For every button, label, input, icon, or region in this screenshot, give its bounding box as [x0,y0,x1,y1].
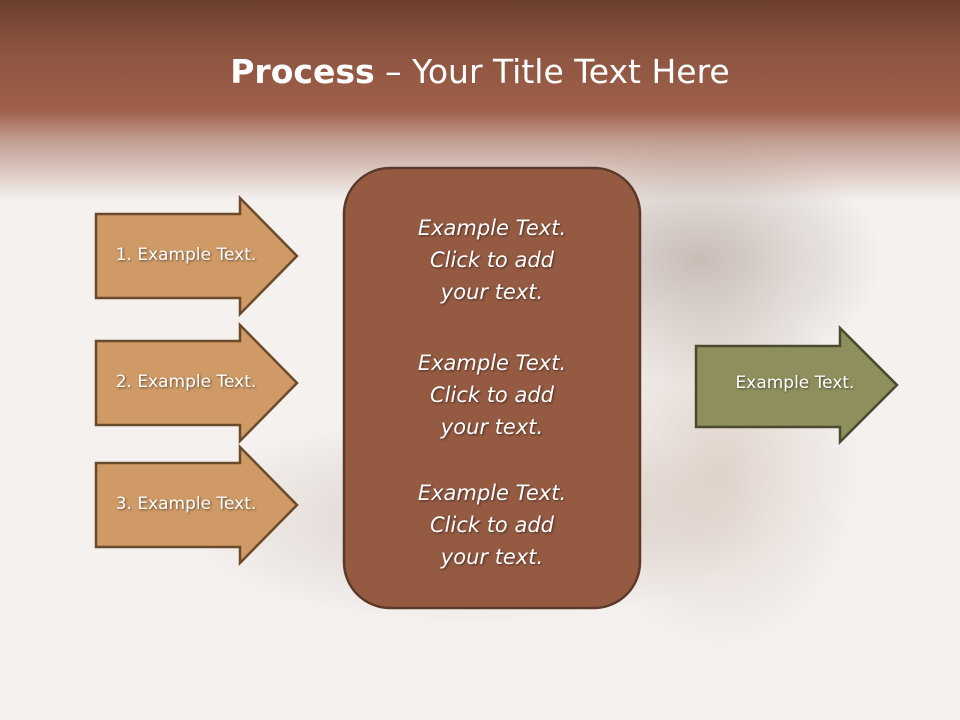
step-arrow-2[interactable] [94,321,299,445]
line: your text. [440,545,544,569]
center-text-block-2: Example Text. Click to add your text. [344,347,640,443]
step-arrow-3[interactable] [94,443,299,567]
line: Click to add [429,248,554,272]
line: Example Text. [417,481,567,505]
title-bold: Process [230,52,375,91]
center-text-block-3: Example Text. Click to add your text. [344,477,640,573]
center-text-block-1: Example Text. Click to add your text. [344,212,640,308]
output-arrow[interactable] [694,324,899,446]
line: your text. [440,280,544,304]
title-band [0,0,960,200]
output-label: Example Text. [735,373,855,393]
title-rest: – Your Title Text Here [374,52,730,91]
line: Click to add [429,513,554,537]
line: Example Text. [417,351,567,375]
slide-title[interactable]: Process – Your Title Text Here [0,52,960,91]
step-arrow-1[interactable] [94,194,299,318]
line: Example Text. [417,216,567,240]
line: your text. [440,415,544,439]
line: Click to add [429,383,554,407]
step-label-2: 2. Example Text. [115,372,257,392]
step-label-1: 1. Example Text. [115,245,257,265]
step-label-3: 3. Example Text. [115,494,257,514]
center-box[interactable] [342,166,642,610]
